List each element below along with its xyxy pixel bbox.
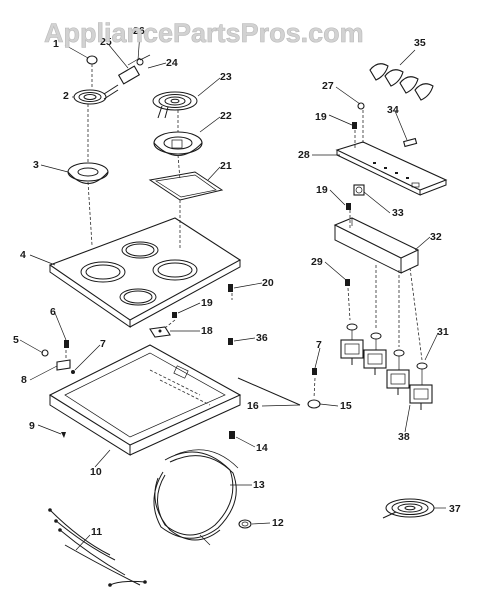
callout-24: 24	[166, 57, 178, 69]
callout-27: 27	[322, 80, 334, 92]
wire-leads-11	[48, 508, 147, 587]
callout-33: 33	[392, 207, 404, 219]
callout-13: 13	[253, 479, 265, 491]
callout-8: 8	[21, 374, 27, 386]
screw-19-center	[172, 312, 177, 318]
small-surface-element	[73, 84, 119, 105]
callout-25: 25	[100, 36, 112, 48]
callout-28: 28	[298, 149, 310, 161]
callout-21: 21	[220, 160, 232, 172]
control-panel-28	[335, 141, 448, 196]
switches-38	[340, 339, 433, 410]
callout-4: 4	[20, 249, 26, 261]
callout-6: 6	[50, 306, 56, 318]
gasket	[148, 171, 224, 201]
callout-26: 26	[133, 25, 145, 37]
replacement-element-37	[382, 498, 435, 519]
drip-pan-small	[67, 162, 109, 184]
callout-15: 15	[340, 400, 352, 412]
screw-14	[229, 431, 235, 439]
large-surface-element	[152, 91, 198, 119]
callout-38: 38	[398, 431, 410, 443]
grommet-12	[238, 519, 252, 529]
callout-12: 12	[272, 517, 284, 529]
callout-22: 22	[220, 110, 232, 122]
callout-19-center: 19	[201, 297, 213, 309]
callout-29: 29	[311, 256, 323, 268]
assembly-lines	[65, 64, 423, 399]
callout-5: 5	[13, 334, 19, 346]
knobs	[369, 63, 434, 101]
wiring-harness-13	[153, 449, 239, 546]
rod-16	[237, 377, 301, 406]
leader-lines	[19, 31, 446, 551]
callout-3: 3	[33, 159, 39, 171]
bracket-18	[149, 326, 171, 338]
watermark: AppliancePartsPros.com	[44, 18, 364, 48]
callout-2: 2	[63, 90, 69, 102]
callout-31: 31	[437, 326, 449, 338]
drip-pan-large	[153, 131, 203, 156]
callout-23: 23	[220, 71, 232, 83]
callout-9: 9	[29, 420, 35, 432]
callout-34: 34	[387, 104, 399, 116]
callout-19-upper: 19	[315, 111, 327, 123]
screw-6	[64, 340, 69, 348]
callout-11: 11	[91, 526, 102, 538]
burner-box	[48, 344, 242, 456]
callout-18: 18	[201, 325, 213, 337]
indicator-lens-34	[403, 137, 418, 148]
callout-14: 14	[256, 442, 268, 454]
callout-10: 10	[90, 466, 102, 478]
screw-19-upper	[352, 122, 357, 129]
callout-1: 1	[53, 38, 59, 50]
switch-33	[353, 184, 365, 196]
screw-7-left	[71, 370, 75, 374]
switch-shafts-31	[346, 323, 428, 385]
callout-37: 37	[449, 503, 461, 515]
clip-8	[56, 359, 71, 371]
knob-grommet	[86, 55, 98, 65]
callout-16: 16	[247, 400, 259, 412]
screw-5	[41, 349, 49, 357]
callout-7-right: 7	[316, 339, 322, 351]
callout-36: 36	[256, 332, 268, 344]
screw-20	[228, 284, 233, 292]
callout-35: 35	[414, 37, 426, 49]
screw-7-right	[312, 368, 317, 375]
screw-36	[228, 338, 233, 345]
screw-29	[345, 279, 350, 286]
callout-20: 20	[262, 277, 274, 289]
callout-19-lower: 19	[316, 184, 328, 196]
terminal-block	[117, 54, 151, 85]
callout-32: 32	[430, 231, 442, 243]
callout-labels: 1 25 26 24 2 3 4 23 22 21 20 19 18 36 6 …	[13, 25, 461, 538]
screw-27	[357, 102, 365, 110]
screw-19-lower	[346, 203, 351, 210]
screw-9	[61, 432, 66, 438]
clip-15	[307, 399, 321, 409]
control-bracket-32	[333, 217, 420, 274]
callout-7-left: 7	[100, 338, 106, 350]
cooktop-panel	[48, 217, 242, 328]
